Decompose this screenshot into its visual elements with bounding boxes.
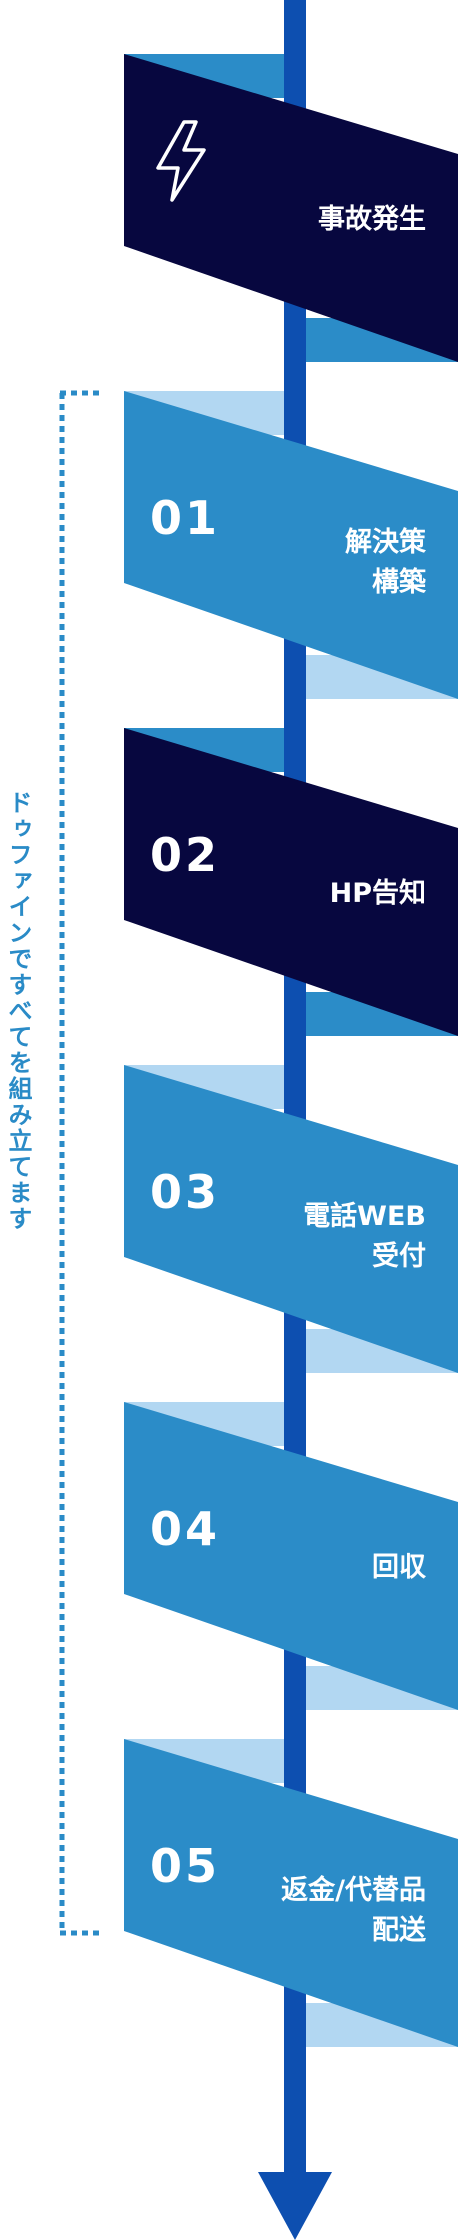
step-number: 03 (150, 1165, 220, 1219)
step-label-line: 配送 (372, 1915, 426, 1946)
step-label-line: HP告知 (330, 878, 426, 909)
step-label-line: 構築 (372, 566, 427, 598)
step-number: 04 (150, 1502, 220, 1556)
card-body (124, 1065, 458, 1373)
step-label-line: 電話WEB (303, 1200, 426, 1232)
card-body (124, 54, 458, 362)
step-card-03: 03 電話WEB 受付 (124, 1065, 458, 1373)
card-body (124, 728, 458, 1036)
bracket-line (59, 390, 100, 1936)
card-body (124, 1739, 458, 2047)
step-number: 02 (150, 828, 220, 882)
step-number: 05 (150, 1839, 220, 1893)
timeline-arrowhead (258, 2172, 332, 2240)
step-label-line: 事故発生 (318, 204, 426, 235)
step-label-line: 受付 (372, 1240, 426, 1272)
lightning-bolt-icon (156, 120, 206, 202)
step-label-line: 返金/代替品 (281, 1874, 426, 1906)
step-label-line: 回収 (372, 1552, 427, 1583)
start-card: 事故発生 (124, 54, 458, 362)
step-number: 01 (150, 491, 220, 545)
step-label-line: 解決策 (345, 526, 427, 558)
card-body (124, 391, 458, 699)
card-body (124, 1402, 458, 1710)
side-label: ドゥファインですべてを組み立てます (4, 790, 32, 1232)
step-card-04: 04 回収 (124, 1402, 458, 1710)
